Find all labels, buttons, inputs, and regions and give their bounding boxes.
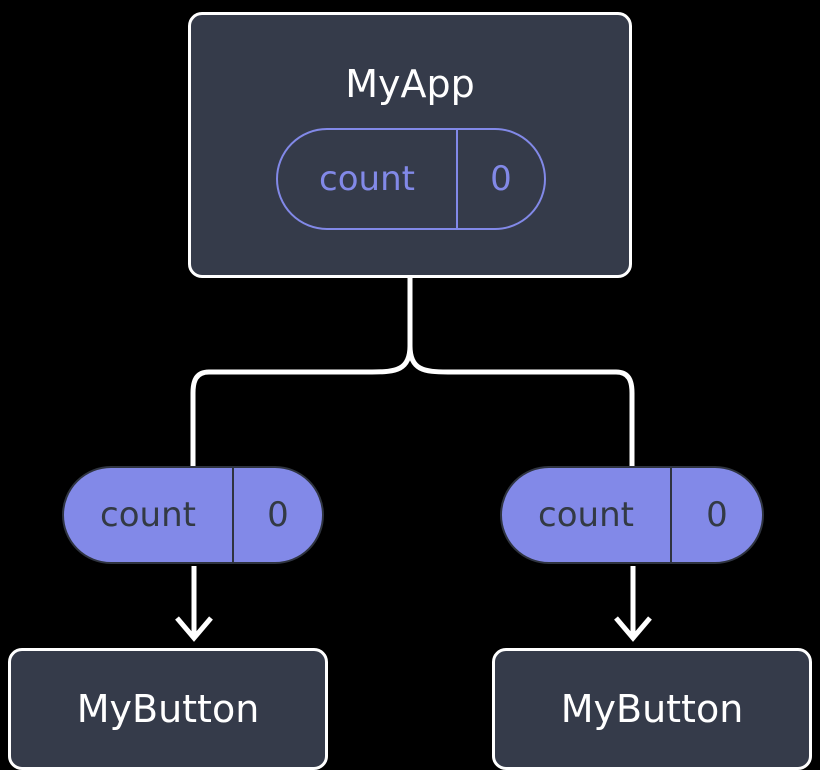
prop-pill-right[interactable]: count 0 (500, 466, 764, 564)
prop-pill-left-key: count (100, 495, 196, 535)
branch-line-left (190, 343, 413, 471)
state-pill-key: count (319, 159, 415, 199)
state-pill-value: 0 (456, 130, 544, 228)
component-box-mybutton-left[interactable]: MyButton (8, 648, 328, 770)
prop-pill-right-key: count (538, 495, 634, 535)
component-label-mybutton-right: MyButton (560, 687, 744, 731)
component-label-myapp: MyApp (345, 62, 475, 106)
arrow-head-left (175, 616, 213, 642)
branch-line-right (407, 343, 635, 471)
arrow-head-right (614, 616, 652, 642)
prop-pill-left-value: 0 (232, 468, 322, 562)
component-box-mybutton-right[interactable]: MyButton (492, 648, 812, 770)
prop-pill-left[interactable]: count 0 (62, 466, 324, 564)
component-label-mybutton-left: MyButton (76, 687, 260, 731)
state-pill-myapp[interactable]: count 0 (276, 128, 546, 230)
prop-pill-right-value: 0 (670, 468, 762, 562)
